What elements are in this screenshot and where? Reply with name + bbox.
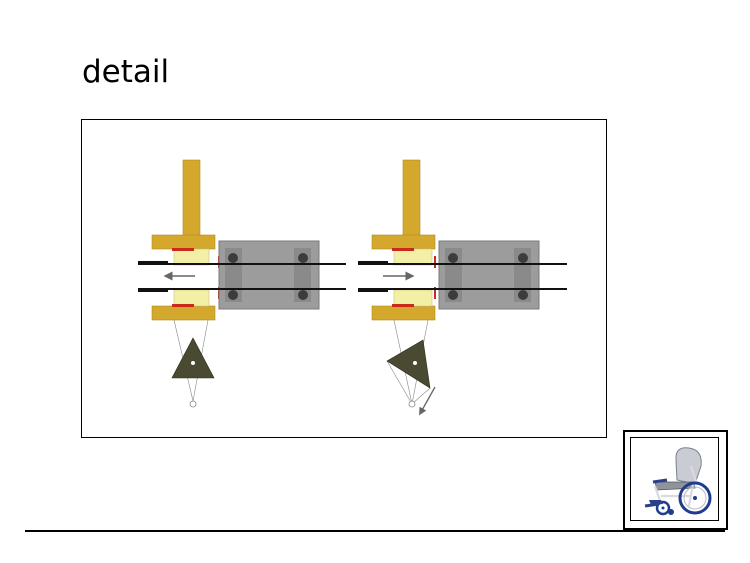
liner-top — [393, 248, 433, 266]
liner-bottom — [173, 289, 210, 307]
brake-pad — [392, 304, 414, 307]
rail — [358, 288, 567, 290]
bolt — [298, 253, 308, 263]
bolt — [228, 290, 238, 300]
slide-title: detail — [82, 54, 170, 90]
bolt — [518, 290, 528, 300]
bolt — [298, 290, 308, 300]
pivot-ring — [189, 400, 197, 408]
thumbnail-image — [630, 437, 719, 521]
brake-pad — [172, 248, 194, 251]
brake-pad — [392, 248, 414, 251]
clamp-top — [151, 234, 216, 250]
triangle-weight — [171, 337, 215, 379]
clamp-bottom — [151, 305, 216, 321]
brake-pad — [434, 287, 436, 299]
triangle-weight — [386, 339, 431, 389]
pivot-ring — [408, 400, 416, 408]
rail — [358, 263, 567, 265]
brake-pad — [434, 256, 436, 268]
clamp-top — [371, 234, 436, 250]
liner-top — [173, 248, 210, 266]
vertical-post — [402, 159, 421, 237]
rail — [138, 263, 346, 265]
clamp-bottom — [371, 305, 436, 321]
brake-pad — [172, 304, 194, 307]
liner-bottom — [393, 289, 433, 307]
thumbnail-frame — [623, 430, 728, 530]
bolt — [448, 253, 458, 263]
mechanism-diagram — [138, 159, 567, 416]
bolt — [448, 290, 458, 300]
diagram-frame — [81, 119, 607, 438]
rail — [138, 288, 346, 290]
right-mechanism — [358, 159, 567, 416]
bolt — [518, 253, 528, 263]
wheelchair-icon — [644, 447, 712, 516]
bottom-rule — [25, 530, 725, 532]
swing-arrow — [419, 386, 436, 416]
vertical-post — [182, 159, 201, 237]
left-mechanism — [138, 159, 346, 408]
bolt — [228, 253, 238, 263]
